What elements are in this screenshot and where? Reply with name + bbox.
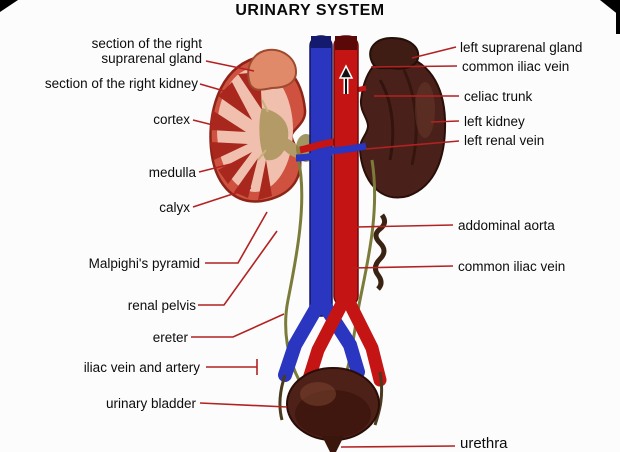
right-iliac-artery	[339, 289, 387, 387]
label-urethra: urethra	[460, 435, 508, 452]
leader-calyx	[192, 187, 252, 208]
label-urinary-bladder: urinary bladder	[105, 396, 196, 411]
label-common-iliac-vein: common iliac vein	[458, 259, 566, 274]
diagram-title: URINARY SYSTEM	[235, 2, 385, 19]
label-abdominal-aorta: addominal aorta	[458, 218, 555, 233]
pelvic-vessels	[278, 371, 384, 426]
aorta-shape	[299, 35, 387, 389]
left-suprarenal-gland-shape	[369, 36, 420, 70]
label-cortex: cortex	[153, 112, 190, 127]
urethra-shape	[322, 436, 344, 452]
label-common-iliac-vein-top: common iliac vein	[462, 59, 570, 74]
leader-urinary-bladder	[199, 402, 288, 408]
right-renal-artery	[299, 138, 335, 154]
left-renal-vein-shape	[317, 142, 367, 156]
leader-left-renal-vein	[365, 140, 460, 150]
label-right-suprarenal-gland: section of the right suprarenal gland	[91, 36, 202, 66]
leader-medulla	[198, 160, 244, 173]
scan-corner-marks	[0, 0, 620, 34]
bladder-shape	[286, 367, 380, 452]
label-celiac-trunk: celiac trunk	[464, 89, 533, 104]
label-iliac-vein-artery: iliac vein and artery	[83, 360, 200, 375]
leader-urethra	[340, 445, 456, 448]
leader-right-suprarenal	[205, 60, 255, 72]
label-left-kidney: left kidney	[464, 114, 525, 129]
label-medulla: medulla	[148, 165, 196, 180]
label-ereter: ereter	[152, 330, 188, 345]
leader-common-iliac-vein-top	[370, 65, 458, 68]
coiled-vessel-shape	[372, 213, 388, 291]
leader-left-suprarenal	[411, 46, 457, 59]
label-left-suprarenal-gland: left suprarenal gland	[460, 40, 583, 55]
leader-lines	[191, 46, 460, 448]
leader-cortex	[192, 119, 222, 128]
label-left-renal-vein: left renal vein	[464, 133, 545, 148]
label-renal-pelvis: renal pelvis	[127, 298, 196, 313]
leader-renal-pelvis	[198, 230, 278, 306]
leader-common-iliac-vein	[350, 265, 454, 269]
leader-right-kidney-section	[199, 83, 239, 96]
flow-arrow-icon	[338, 64, 354, 94]
leader-ereter	[191, 313, 285, 338]
right-kidney-shape	[209, 56, 316, 203]
right-suprarenal-gland-shape	[247, 48, 298, 91]
leader-malpighi-pyramid	[205, 211, 268, 264]
renal-veins	[295, 142, 367, 162]
label-malpighi-pyramid: Malpighi's pyramid	[88, 256, 200, 271]
label-calyx: calyx	[159, 200, 190, 215]
label-right-kidney-section: section of the right kidney	[44, 76, 198, 91]
malpighi-pyramids	[210, 72, 272, 200]
leader-abdominal-aorta	[356, 224, 454, 228]
renal-pelvis-shape	[259, 108, 289, 161]
left-iliac-vein	[278, 293, 328, 382]
leader-left-kidney	[430, 120, 460, 123]
